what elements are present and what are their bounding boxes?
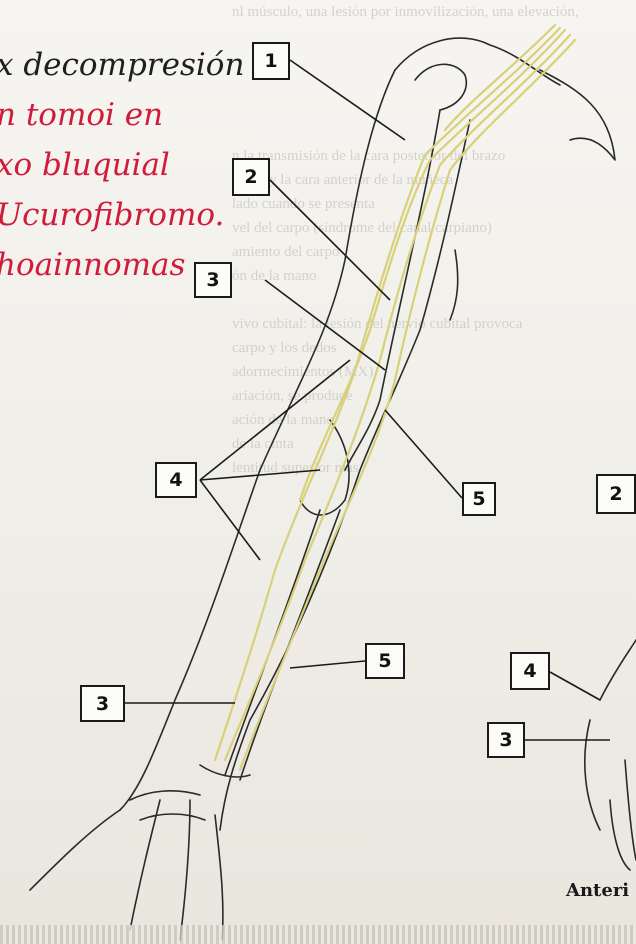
label-4-arm: 4 [155,462,197,498]
handwritten-line-4: Ucurofibromo. [0,190,244,240]
label-2-arm: 2 [232,158,270,196]
page-bottom-edge [0,925,636,944]
label-5-elbow: 5 [462,482,496,516]
label-2-right-edge: 2 [596,474,636,514]
handwritten-notes: x decompresión n tomoi en xo bluquial Uc… [0,40,244,290]
carpals [130,791,205,820]
leader-5-top [385,410,462,498]
label-3-arm: 3 [194,262,232,298]
leader-5-bottom [290,661,365,668]
leader-4-right [550,672,600,700]
label-1-shoulder: 1 [252,42,290,80]
label-5-forearm: 5 [365,643,405,679]
leader-4c [200,480,260,560]
handwritten-line-2: n tomoi en [0,90,244,140]
label-4-right-hand: 4 [510,652,550,690]
right-hand-outline [585,640,636,870]
leader-1 [290,60,405,140]
hand-outline [30,800,223,940]
leader-4a [200,360,350,480]
nerve-musculocutaneous [300,30,565,500]
scapula-outline [540,70,615,160]
humerus-shaft [345,110,440,470]
handwritten-line-3: xo bluquial [0,140,244,190]
pectoral-region [450,250,458,320]
handwritten-line-1: x decompresión [0,40,244,90]
figure-caption: Anteri [566,880,629,901]
label-3-forearm: 3 [80,685,125,722]
leader-2 [270,180,390,300]
elbow-outline [300,420,349,515]
humerus-head [415,64,466,110]
label-3-right-hand: 3 [487,722,525,758]
